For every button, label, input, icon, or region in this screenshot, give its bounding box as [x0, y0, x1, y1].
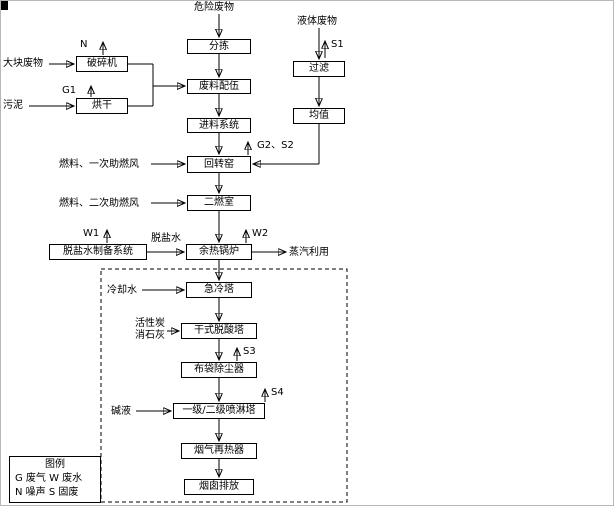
scan-artifact — [1, 1, 6, 10]
sludge-label: 污泥 — [3, 100, 23, 111]
node-quench-tower: 急冷塔 — [186, 282, 252, 298]
node-homogenize: 均值 — [293, 108, 345, 124]
legend-box: 图例 G 废气 W 废水 N 噪声 S 固废 — [9, 456, 101, 503]
alkali-label: 碱液 — [111, 406, 131, 417]
node-rotary-kiln: 回转窑 — [187, 156, 251, 173]
emission-g2s2-label: G2、S2 — [257, 140, 294, 151]
emission-w1-label: W1 — [83, 228, 100, 239]
node-waste-heat-boiler: 余热锅炉 — [186, 244, 252, 260]
emission-w2-label: W2 — [252, 228, 269, 239]
fuel-primary-air-label: 燃料、一次助燃风 — [59, 159, 139, 170]
node-demin-water-system: 脱盐水制备系统 — [49, 244, 147, 260]
node-feeding-system: 进料系统 — [187, 118, 251, 133]
node-gas-reheater: 烟气再热器 — [181, 443, 257, 459]
flue-gas-treatment-boundary — [100, 268, 348, 503]
node-sorting: 分拣 — [187, 39, 251, 54]
node-secondary-chamber: 二燃室 — [187, 195, 251, 211]
legend-row-ns: N 噪声 S 固废 — [15, 487, 79, 498]
node-dry-deacid-tower: 干式脱酸塔 — [181, 323, 257, 339]
legend-title: 图例 — [45, 459, 65, 470]
emission-s3-label: S3 — [243, 346, 256, 357]
slaked-lime-label: 消石灰 — [135, 330, 165, 341]
emission-g1-label: G1 — [62, 85, 77, 96]
node-spray-tower: 一级/二级喷淋塔 — [173, 403, 265, 419]
hazardous-waste-label: 危险废物 — [194, 2, 234, 13]
steam-use-label: 蒸汽利用 — [289, 247, 329, 258]
cooling-water-label: 冷却水 — [107, 285, 137, 296]
demin-water-label: 脱盐水 — [151, 233, 181, 244]
emission-s4-label: S4 — [271, 387, 284, 398]
legend-row-gw: G 废气 W 废水 — [15, 473, 83, 484]
bulk-waste-label: 大块废物 — [3, 58, 43, 69]
emission-n-label: N — [80, 39, 88, 50]
node-filter: 过滤 — [293, 61, 345, 77]
node-stack-discharge: 烟囱排放 — [184, 479, 254, 495]
liquid-waste-label: 液体废物 — [297, 16, 337, 27]
fuel-secondary-air-label: 燃料、二次助燃风 — [59, 198, 139, 209]
node-blending: 废料配伍 — [187, 79, 251, 94]
emission-s1-label: S1 — [331, 39, 344, 50]
node-bag-filter: 布袋除尘器 — [181, 362, 257, 378]
node-crusher: 破碎机 — [76, 56, 128, 72]
node-dryer: 烘干 — [76, 98, 128, 114]
activated-carbon-label: 活性炭 — [135, 318, 165, 329]
